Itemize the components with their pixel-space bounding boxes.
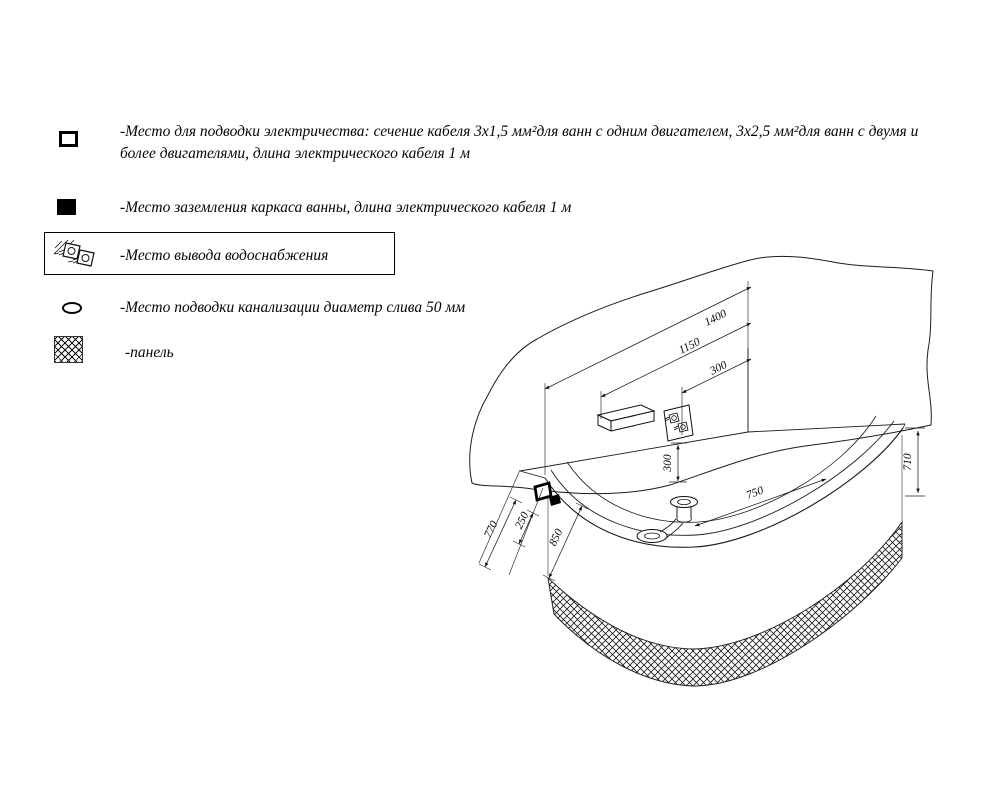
rim-outer-arc [544,427,904,548]
electric-connection-box [596,404,656,432]
dim-line-850 [548,505,583,579]
wall-silhouette [469,255,934,495]
dim-label-750: 750 [745,485,766,502]
dim-line-1150 [600,322,752,398]
dim-line-250 [518,512,534,545]
dim-label-770: 770 [482,519,500,540]
extension-lines [478,281,925,582]
rim-end-connectors [519,423,906,479]
legend-item-electric-text: -Место для подводки электричества: сечен… [120,123,919,162]
drain-pipe [659,518,684,539]
bowl-arc [566,415,877,523]
rim-inner-arc [550,420,895,536]
drain-ellipse-symbol [62,302,82,314]
front-panel [547,520,903,687]
apron-edge-lines [547,435,903,576]
dim-label-710: 710 [902,453,914,471]
legend-item-panel-text: -панель [125,344,174,361]
grounding-square-symbol [57,199,76,215]
dim-line-300-top [681,358,752,394]
electric-point-square [533,481,553,502]
dimension-lines [484,286,920,579]
water-icon-valves [53,242,95,267]
overflow-cap-ellipse [670,496,698,508]
electric-supply-square-symbol [59,131,78,147]
drain-assembly [636,496,698,543]
dim-label-850: 850 [547,527,565,548]
dim-label-300-top: 300 [707,359,729,378]
water-supply-legend-box [44,232,395,275]
panel-hatch-symbol [54,336,83,363]
panel-hatched-band [547,520,903,687]
water-supply-unit [663,404,694,442]
wall-connection-squares [533,481,561,506]
dim-label-250: 250 [513,510,531,531]
legend-item-water-text: -Место вывода водоснабжения [120,247,329,264]
dim-line-750 [694,478,827,527]
dim-line-770 [484,499,517,568]
legend-item-drain-text: -Место подводки канализации диаметр слив… [120,299,466,316]
dimension-labels: 1400 1150 300 300 710 770 250 850 750 [482,308,914,548]
water-supply-outlet-icon [53,239,95,267]
drain-base-ellipse [636,529,668,543]
main-drawing: 1400 1150 300 300 710 770 250 850 750 [469,255,934,687]
left-wall-floor-line [519,431,749,472]
legend-item-grounding-text: -Место заземления каркаса ванны, длина э… [120,199,572,216]
right-wall-floor-line [747,423,906,433]
dim-label-1400: 1400 [703,308,729,329]
dim-label-300-side: 300 [662,454,674,473]
bathtub-rim [519,415,906,576]
